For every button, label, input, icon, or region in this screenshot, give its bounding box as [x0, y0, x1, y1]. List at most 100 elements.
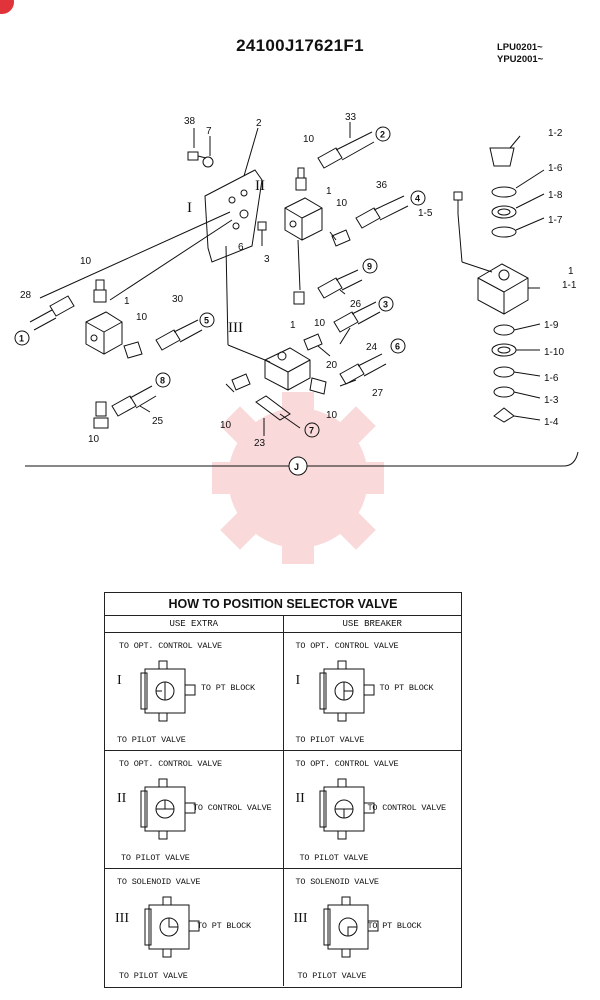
port-side-label: TO PT BLOCK: [197, 921, 251, 931]
part-label: 10: [88, 434, 100, 445]
valve-sketch-icon: [319, 778, 374, 840]
table-title: HOW TO POSITION SELECTOR VALVE: [105, 593, 461, 616]
port-bottom-label: TO PILOT VALVE: [121, 853, 190, 863]
plug-1-2: [489, 147, 515, 167]
port-bottom-label: TO PILOT VALVE: [297, 971, 367, 981]
table-row: TO SOLENOID VALVE III TO PT BLOCK TO PIL…: [105, 869, 461, 986]
part-label: 10: [303, 134, 315, 145]
hose-30: [155, 319, 203, 351]
part-label: 33: [345, 112, 357, 123]
part-label: 2: [256, 118, 262, 129]
position-number: I: [117, 673, 122, 688]
circled-label: 6: [395, 342, 400, 352]
section-label: J: [294, 462, 299, 472]
circled-label: 2: [380, 130, 385, 140]
part-label: 1-2: [548, 128, 563, 139]
port-top-label: TO OPT. CONTROL VALVE: [119, 759, 222, 769]
part-label: 1: [290, 320, 296, 331]
part-label: 1-9: [544, 320, 559, 331]
part-label: 1-4: [544, 417, 559, 428]
part-label: 10: [80, 256, 92, 267]
part-label: 1-6: [548, 163, 563, 174]
part-label: 1-8: [548, 190, 563, 201]
col-use-extra: USE EXTRA: [105, 616, 284, 632]
part-label: 10: [136, 312, 148, 323]
port-top-label: TO OPT. CONTROL VALVE: [295, 759, 399, 769]
cell-breaker-1: TO OPT. CONTROL VALVE I TO PT BLOCK TO P…: [284, 633, 462, 750]
serial-2: YPU2001~: [497, 54, 544, 65]
part-label: 6: [238, 242, 244, 253]
port-side-label: TO PT BLOCK: [367, 921, 422, 931]
position-number: III: [293, 911, 308, 926]
valve-sketch-icon: [323, 896, 378, 958]
circled-label: 5: [204, 316, 209, 326]
part-label: 20: [326, 360, 338, 371]
table-row: TO OPT. CONTROL VALVE I TO PT BLOCK TO P…: [105, 633, 461, 751]
port-bottom-label: TO PILOT VALVE: [295, 735, 365, 745]
part-label: 10: [326, 410, 338, 421]
port-top-label: TO OPT. CONTROL VALVE: [295, 641, 399, 651]
valve-sketch-icon: [140, 778, 196, 840]
part-label: 3: [264, 254, 270, 265]
cell-extra-3: TO SOLENOID VALVE III TO PT BLOCK TO PIL…: [105, 869, 284, 986]
part-label: 1: [568, 266, 574, 277]
port-top-label: TO SOLENOID VALVE: [117, 877, 201, 887]
roman-III: III: [228, 320, 243, 336]
port-side-label: TO PT BLOCK: [379, 683, 434, 693]
table-column-headers: USE EXTRA USE BREAKER: [105, 616, 461, 633]
hose-36: [355, 195, 409, 229]
circled-label: 9: [367, 262, 372, 272]
bracket-plate: [204, 169, 263, 263]
part-label: 1-1: [562, 280, 577, 291]
part-label: 1-5: [418, 208, 433, 219]
position-number: II: [295, 791, 305, 806]
part-label: 25: [152, 416, 164, 427]
part-label: 26: [350, 299, 362, 310]
cell-breaker-2: TO OPT. CONTROL VALVE II TO CONTROL VALV…: [284, 751, 462, 868]
port-side-label: TO CONTROL VALVE: [367, 803, 447, 813]
circled-label: 4: [415, 194, 420, 204]
part-label: 1: [326, 186, 332, 197]
cell-extra-1: TO OPT. CONTROL VALVE I TO PT BLOCK TO P…: [105, 633, 284, 750]
serial-1: LPU0201~: [497, 42, 543, 53]
position-number: I: [295, 673, 301, 688]
part-label: 1-7: [548, 215, 563, 226]
page-title: 24100J17621F1: [236, 36, 364, 55]
part-label: 36: [376, 180, 388, 191]
watermark-gear-icon: [212, 392, 384, 564]
port-bottom-label: TO PILOT VALVE: [119, 971, 188, 981]
exploded-parts-diagram: II I III 38 7 2 10 33 1-2 1-6 1-8 1-7 1-…: [14, 112, 579, 564]
part-label: 1-10: [544, 347, 564, 358]
part-label: 10: [336, 198, 348, 209]
circled-label: 1: [19, 334, 24, 344]
port-top-label: TO OPT. CONTROL VALVE: [119, 641, 222, 651]
valve-sketch-icon: [319, 660, 374, 722]
roman-II: II: [255, 178, 265, 194]
position-number: III: [115, 911, 129, 926]
part-label: 1: [124, 296, 130, 307]
selector-valve-table: HOW TO POSITION SELECTOR VALVE USE EXTRA…: [104, 592, 462, 988]
hose-20: [303, 333, 323, 351]
table-row: TO OPT. CONTROL VALVE II TO CONTROL VALV…: [105, 751, 461, 869]
part-label: 7: [206, 126, 212, 137]
cell-breaker-3: TO SOLENOID VALVE III TO PT BLOCK TO PIL…: [284, 869, 462, 986]
port-side-label: TO PT BLOCK: [201, 683, 255, 693]
part-label: 1-3: [544, 395, 559, 406]
valve-sketch-icon: [144, 896, 200, 958]
col-use-breaker: USE BREAKER: [342, 619, 402, 629]
hose-33: [317, 131, 375, 169]
hose-24: [333, 301, 381, 333]
hose-23: [255, 395, 301, 429]
port-top-label: TO SOLENOID VALVE: [295, 877, 380, 887]
hose-27: [339, 353, 387, 385]
part-label: 10: [220, 420, 232, 431]
serial-range: LPU0201~ YPU2001~: [497, 42, 543, 66]
part-label: 27: [372, 388, 384, 399]
cell-extra-2: TO OPT. CONTROL VALVE II TO CONTROL VALV…: [105, 751, 284, 868]
part-label: 1-6: [544, 373, 559, 384]
part-label: 10: [314, 318, 326, 329]
part-label: 23: [254, 438, 266, 449]
port-bottom-label: TO PILOT VALVE: [117, 735, 186, 745]
valve-sketch-icon: [140, 660, 196, 722]
hose-26: [317, 269, 363, 299]
